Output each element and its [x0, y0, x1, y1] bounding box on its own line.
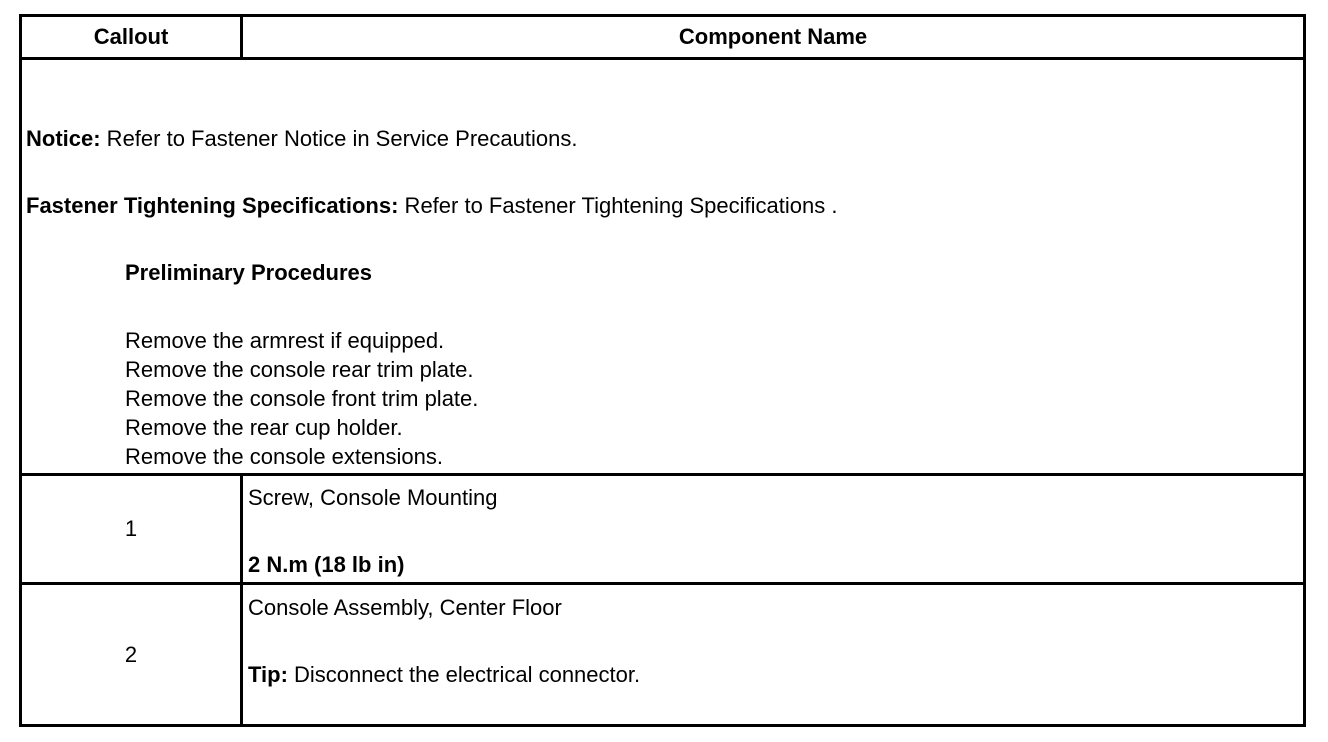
callout-cell: 1 — [22, 476, 243, 582]
component-detail: 2 N.m (18 lb in) — [248, 552, 404, 578]
preliminary-heading: Preliminary Procedures — [125, 260, 373, 285]
step-item: Remove the console extensions. — [125, 444, 443, 469]
component-cell: Console Assembly, Center Floor Tip: Disc… — [243, 585, 1303, 724]
step-item: Remove the console rear trim plate. — [125, 357, 474, 382]
notice-text: Refer to Fastener Notice in Service Prec… — [100, 126, 578, 151]
step-item: Remove the console front trim plate. — [125, 386, 479, 411]
component-name: Screw, Console Mounting — [248, 485, 498, 510]
spec-label: Fastener Tightening Specifications: — [26, 193, 399, 218]
header-callout-cell: Callout — [22, 17, 243, 57]
callout-cell: 2 — [22, 585, 243, 724]
notice-line: Notice: Refer to Fastener Notice in Serv… — [26, 126, 577, 152]
tip-text: Disconnect the electrical connector. — [287, 662, 641, 687]
table-row: 1 Screw, Console Mounting 2 N.m (18 lb i… — [22, 476, 1303, 585]
table-header-row: Callout Component Name — [22, 17, 1303, 60]
spec-line: Fastener Tightening Specifications: Refe… — [26, 193, 837, 219]
step-item: Remove the rear cup holder. — [125, 415, 403, 440]
notes-row: Notice: Refer to Fastener Notice in Serv… — [22, 60, 1303, 476]
component-table: Callout Component Name Notice: Refer to … — [19, 14, 1306, 727]
header-component-label: Component Name — [678, 24, 868, 49]
notice-label: Notice: — [26, 126, 101, 151]
step-item: Remove the armrest if equipped. — [125, 328, 445, 353]
component-detail: Tip: Disconnect the electrical connector… — [248, 662, 640, 688]
spec-text: Refer to Fastener Tightening Specificati… — [398, 193, 838, 218]
callout-number: 2 — [124, 641, 138, 667]
torque-spec: 2 N.m (18 lb in) — [248, 552, 405, 577]
component-cell: Screw, Console Mounting 2 N.m (18 lb in) — [243, 476, 1303, 582]
table-row: 2 Console Assembly, Center Floor Tip: Di… — [22, 585, 1303, 724]
header-component-cell: Component Name — [243, 17, 1303, 57]
component-name: Console Assembly, Center Floor — [248, 595, 562, 620]
tip-label: Tip: — [248, 662, 288, 687]
header-callout-label: Callout — [93, 24, 169, 49]
callout-number: 1 — [124, 516, 138, 541]
preliminary-steps-list: Remove the armrest if equipped. Remove t… — [125, 326, 478, 471]
